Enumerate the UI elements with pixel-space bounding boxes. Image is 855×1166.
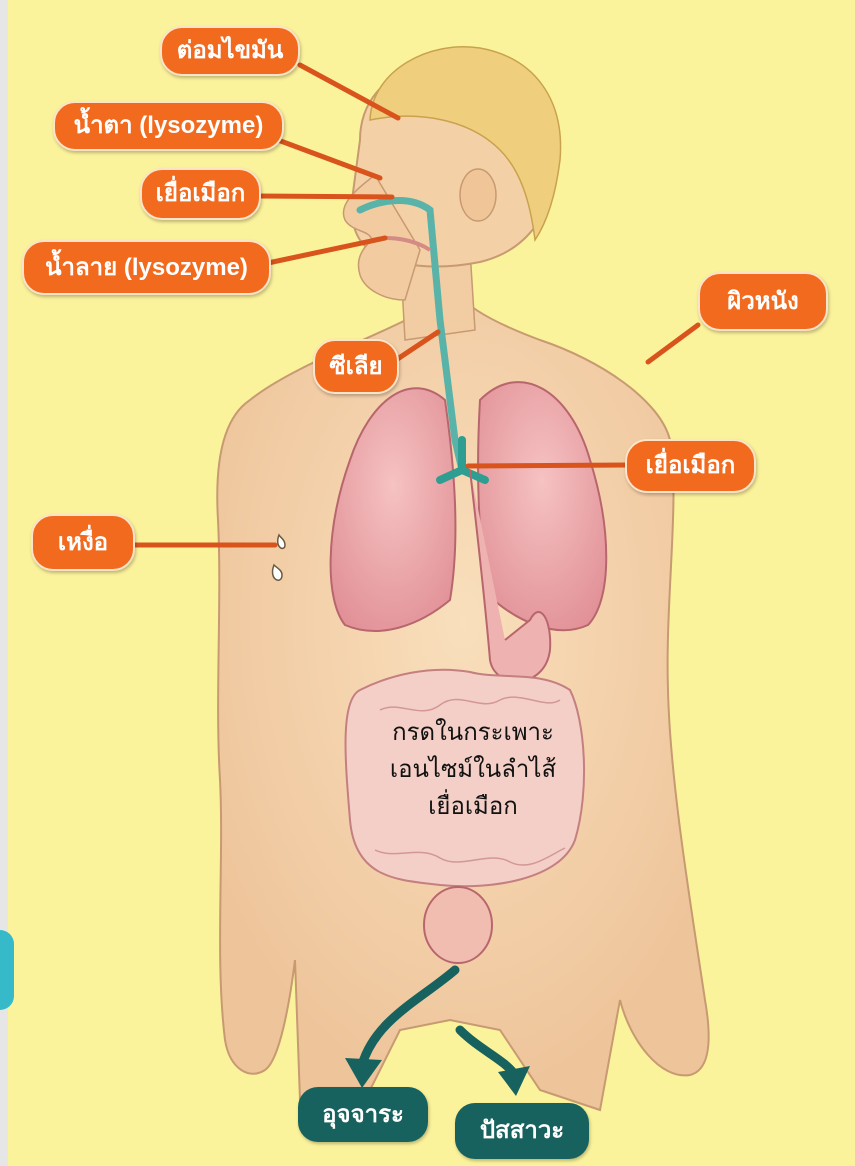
label-feces: อุจจาระ bbox=[298, 1087, 428, 1142]
label-sebaceous-gland: ต่อมไขมัน bbox=[160, 26, 300, 76]
label-mucus-trachea: เยื่อเมือก bbox=[625, 439, 756, 493]
label-tears: น้ำตา (lysozyme) bbox=[53, 101, 284, 151]
bladder bbox=[424, 887, 492, 963]
label-skin: ผิวหนัง bbox=[698, 272, 828, 331]
digestive-defense-text: กรดในกระเพาะ เอนไซม์ในลำไส้ เยื่อเมือก bbox=[378, 714, 568, 825]
mucus-text: เยื่อเมือก bbox=[378, 788, 568, 825]
label-mucus-nose: เยื่อเมือก bbox=[140, 168, 261, 220]
intestinal-enzyme-text: เอนไซม์ในลำไส้ bbox=[378, 751, 568, 788]
stomach-acid-text: กรดในกระเพาะ bbox=[378, 714, 568, 751]
label-sweat: เหงื่อ bbox=[31, 514, 135, 571]
label-saliva: น้ำลาย (lysozyme) bbox=[22, 240, 271, 295]
label-cilia: ซีเลีย bbox=[313, 339, 399, 394]
arrow-head-icon bbox=[498, 1066, 530, 1096]
label-urine: ปัสสาวะ bbox=[455, 1103, 589, 1159]
